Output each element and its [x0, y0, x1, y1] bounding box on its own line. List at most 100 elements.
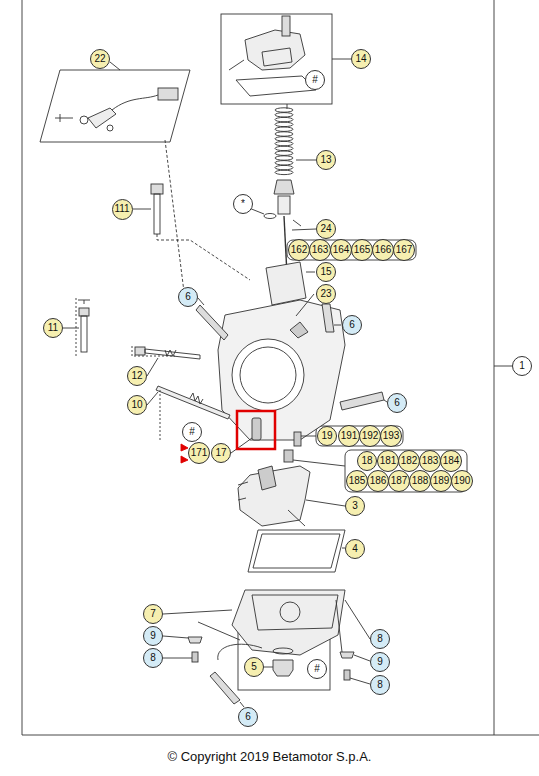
- callout-number: 10: [131, 400, 142, 410]
- callout-number: 191: [341, 431, 358, 441]
- callout-circle: 167: [393, 239, 415, 261]
- callout-circle: 188: [409, 470, 431, 492]
- callout-number: 189: [433, 476, 450, 486]
- callout-circle: 5: [244, 657, 264, 677]
- slide-spring: [275, 108, 293, 175]
- throttle-slide: [266, 262, 306, 305]
- callout-number: 24: [320, 224, 331, 234]
- vent-tube: [196, 298, 387, 410]
- callout-number: 166: [375, 245, 392, 255]
- copyright-caption: © Copyright 2019 Betamotor S.p.A.: [0, 749, 539, 764]
- callout-number: 5: [251, 662, 257, 672]
- bowl-gasket: [253, 534, 340, 568]
- callout-circle: 9: [143, 626, 163, 646]
- callout-number: 186: [370, 476, 387, 486]
- callout-number: 164: [333, 245, 350, 255]
- callout-number: 163: [312, 245, 329, 255]
- callout-number: 18: [361, 456, 372, 466]
- callout-circle: 15: [316, 262, 336, 282]
- callout-number: 111: [114, 204, 129, 214]
- group-box: [287, 240, 416, 260]
- sensor-wire: [55, 88, 178, 131]
- callout-circle: 17: [211, 443, 231, 463]
- callout-circle: 193: [380, 425, 402, 447]
- callout-number: 183: [422, 456, 439, 466]
- callout-number: 8: [150, 653, 156, 663]
- callout-number: 6: [349, 320, 355, 330]
- callout-number: 12: [131, 371, 142, 381]
- callout-circle: 185: [346, 470, 368, 492]
- callout-circle: 182: [398, 450, 420, 472]
- detail-box: [221, 14, 332, 104]
- callout-number: 167: [396, 245, 413, 255]
- callout-number: *: [241, 199, 245, 209]
- callout-circle: 186: [367, 470, 389, 492]
- callout-number: 181: [380, 456, 397, 466]
- callout-circle: 8: [370, 675, 390, 695]
- callout-circle: 189: [430, 470, 452, 492]
- callout-circle: 14: [351, 49, 371, 69]
- callout-number: 17: [215, 448, 226, 458]
- callout-number: 4: [352, 544, 358, 554]
- screw: [63, 298, 90, 356]
- callout-number: 6: [245, 712, 251, 722]
- callout-circle: 11: [43, 318, 63, 338]
- callout-circle: 7: [143, 604, 163, 624]
- group-box: [316, 426, 403, 446]
- callout-circle: 8: [143, 648, 163, 668]
- callout-circle: 13: [316, 150, 336, 170]
- callout-number: 9: [150, 631, 156, 641]
- callout-circle: 184: [440, 450, 462, 472]
- callout-number: 185: [349, 476, 366, 486]
- callout-circle: #: [182, 422, 202, 442]
- callout-number: 9: [377, 657, 383, 667]
- callout-number: 188: [412, 476, 429, 486]
- callout-circle: 183: [419, 450, 441, 472]
- callout-circle: 192: [359, 425, 381, 447]
- callout-circle: 190: [451, 470, 473, 492]
- callout-circle: 163: [309, 239, 331, 261]
- callout-number: 6: [185, 292, 191, 302]
- callout-number: 187: [391, 476, 408, 486]
- top-cap: [229, 16, 316, 96]
- callout-number: 6: [394, 398, 400, 408]
- callout-circle: 18: [357, 451, 377, 471]
- callout-number: 162: [291, 245, 308, 255]
- callout-circle: 6: [238, 707, 258, 727]
- leader-line: [494, 366, 512, 367]
- callout-circle: 8: [370, 629, 390, 649]
- callout-circle: 187: [388, 470, 410, 492]
- callout-number: 23: [320, 289, 331, 299]
- callout-number: 22: [94, 54, 105, 64]
- bowl-screw: [163, 600, 370, 684]
- callout-number: 192: [362, 431, 379, 441]
- callout-number: #: [189, 427, 195, 437]
- callout-circle: 23: [316, 284, 336, 304]
- callout-number: 165: [354, 245, 371, 255]
- callout-number: 3: [352, 501, 358, 511]
- callout-number: #: [312, 75, 318, 85]
- callout-circle: 171: [188, 442, 210, 464]
- callout-number: 171: [191, 448, 208, 458]
- drain-plug: [264, 648, 293, 676]
- callout-circle: 164: [330, 239, 352, 261]
- float-bowl: [163, 590, 370, 655]
- callout-circle: 6: [342, 315, 362, 335]
- callout-number: 184: [443, 456, 460, 466]
- callout-number: 190: [454, 476, 471, 486]
- callout-number: 11: [48, 323, 58, 333]
- highlight-arrow: [181, 444, 188, 463]
- callout-circle: 6: [178, 287, 198, 307]
- detail-box: [40, 70, 190, 142]
- callout-circle: 3: [345, 496, 365, 516]
- frame: [22, 0, 539, 735]
- callout-circle: 10: [127, 395, 147, 415]
- callout-number: 182: [401, 456, 418, 466]
- callout-circle: 9: [370, 652, 390, 672]
- callout-circle: #: [307, 659, 327, 679]
- callout-circle: 181: [377, 450, 399, 472]
- callout-number: 8: [377, 680, 383, 690]
- callout-circle: 22: [90, 49, 110, 69]
- callout-circle: 12: [127, 366, 147, 386]
